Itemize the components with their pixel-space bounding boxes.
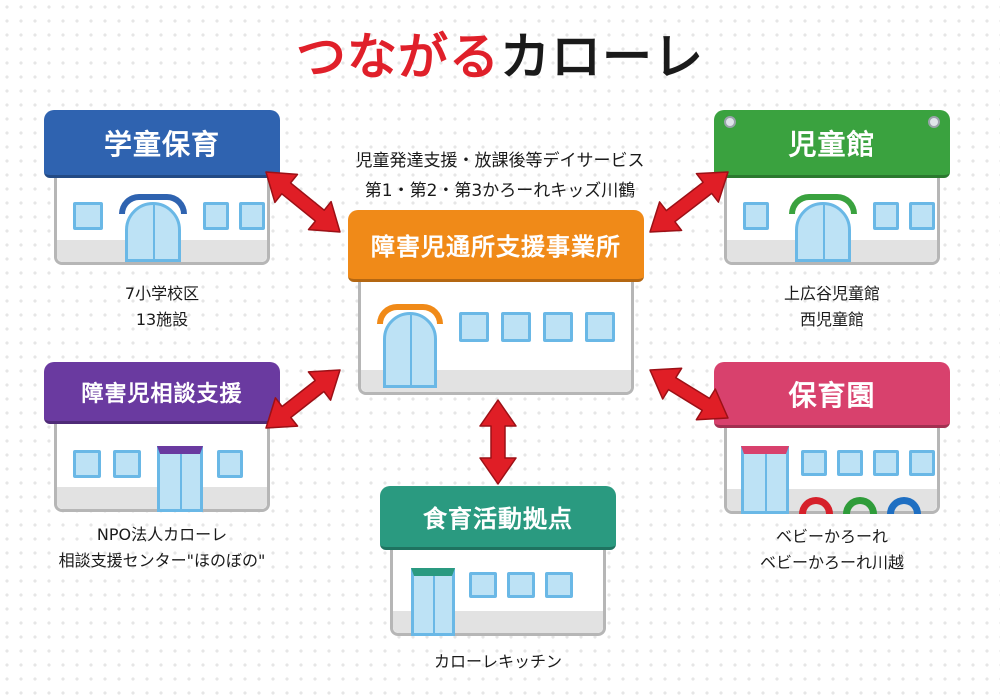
soudan-caption-line1: NPO法人カローレ <box>96 525 228 544</box>
center-building: 障害児通所支援事業所 <box>348 210 644 395</box>
hoikuen-caption: ベビーかろーれ ベビーかろーれ川越 <box>712 524 952 576</box>
hoikuen-caption-line2: ベビーかろーれ川越 <box>759 553 904 572</box>
window <box>873 450 899 476</box>
window <box>801 450 827 476</box>
jidokan-building: 児童館 <box>714 110 950 265</box>
gakudo-roof: 学童保育 <box>44 110 280 178</box>
shokuiku-building: 食育活動拠点 <box>380 486 616 636</box>
jidokan-roof: 児童館 <box>714 110 950 178</box>
window <box>585 312 615 342</box>
hoikuen-body <box>724 428 940 514</box>
door <box>157 446 203 512</box>
door <box>411 568 455 636</box>
gakudo-caption-line1: 7小学校区 <box>124 284 200 303</box>
window <box>239 202 265 230</box>
title-part-2: カローレ <box>500 28 704 86</box>
arrow-shokuiku-to-center <box>479 399 517 485</box>
title-part-1: つながる <box>296 28 500 86</box>
window <box>545 572 573 598</box>
jidokan-caption: 上広谷児童館 西児童館 <box>732 281 932 333</box>
shokuiku-caption-line1: カローレキッチン <box>433 652 562 671</box>
playground-arch-green <box>843 497 877 514</box>
door-arch <box>789 194 857 214</box>
door-arch <box>119 194 187 214</box>
window <box>217 450 243 478</box>
center-roof: 障害児通所支援事業所 <box>348 210 644 282</box>
jidokan-caption-line2: 西児童館 <box>799 310 864 329</box>
arrow-hoikuen-to-center <box>649 367 729 421</box>
shokuiku-body <box>390 550 606 636</box>
playground-arch-red <box>799 497 833 514</box>
door <box>741 446 789 514</box>
gakudo-caption-line2: 13施設 <box>135 310 189 329</box>
window <box>909 450 935 476</box>
window <box>873 202 899 230</box>
window <box>507 572 535 598</box>
center-services-line1: 児童発達支援・放課後等デイサービス <box>355 151 645 171</box>
window <box>469 572 497 598</box>
page-title: つながるカローレ <box>0 22 1000 92</box>
gakudo-building: 学童保育 <box>44 110 280 265</box>
soudan-roof: 障害児相談支援 <box>44 362 280 424</box>
hoikuen-caption-line1: ベビーかろーれ <box>775 527 888 546</box>
center-services-text: 児童発達支援・放課後等デイサービス 第1・第2・第3かろーれキッズ川鶴 <box>300 146 700 206</box>
window <box>113 450 141 478</box>
window <box>743 202 769 230</box>
shokuiku-caption: カローレキッチン <box>398 649 598 675</box>
jidokan-caption-line1: 上広谷児童館 <box>783 284 880 303</box>
center-body <box>358 282 634 395</box>
window <box>459 312 489 342</box>
window <box>501 312 531 342</box>
arrow-soudan-to-center <box>265 369 341 429</box>
roof-lamp <box>928 116 940 128</box>
hoikuen-roof: 保育園 <box>714 362 950 428</box>
arrow-jidokan-to-center <box>649 171 729 233</box>
door <box>383 312 437 388</box>
arrow-gakudo-to-center <box>265 171 341 233</box>
jidokan-body <box>724 178 940 265</box>
playground-arch-blue <box>887 497 921 514</box>
door-arch <box>377 304 443 324</box>
gakudo-caption: 7小学校区 13施設 <box>62 281 262 333</box>
window <box>909 202 935 230</box>
gakudo-body <box>54 178 270 265</box>
window <box>543 312 573 342</box>
window <box>73 450 101 478</box>
window <box>203 202 229 230</box>
soudan-building: 障害児相談支援 <box>44 362 280 512</box>
window <box>837 450 863 476</box>
center-services-line2: 第1・第2・第3かろーれキッズ川鶴 <box>364 181 636 201</box>
soudan-body <box>54 424 270 512</box>
soudan-caption-line2: 相談支援センター"ほのぼの" <box>58 551 266 570</box>
window <box>73 202 103 230</box>
roof-lamp <box>724 116 736 128</box>
shokuiku-roof: 食育活動拠点 <box>380 486 616 550</box>
hoikuen-building: 保育園 <box>714 362 950 514</box>
soudan-caption: NPO法人カローレ 相談支援センター"ほのぼの" <box>22 522 302 574</box>
